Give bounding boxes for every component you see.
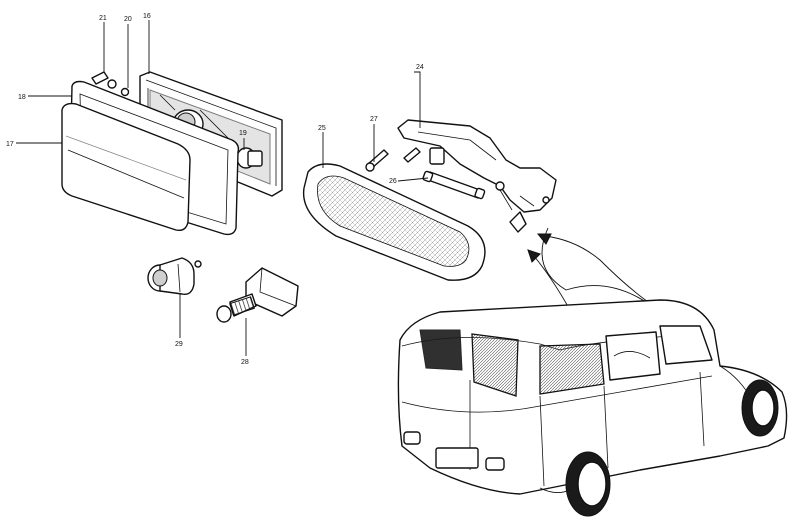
screw-21 <box>91 71 117 89</box>
callout-26: 26 <box>389 178 397 185</box>
callout-18: 18 <box>18 94 26 101</box>
callout-28: 28 <box>241 359 249 366</box>
lens-17 <box>61 102 191 232</box>
callout-16: 16 <box>143 13 151 20</box>
callout-labels: 21 20 16 18 17 19 24 27 25 26 29 28 <box>6 13 424 366</box>
washer-20 <box>120 87 130 97</box>
callout-25: 25 <box>318 125 326 132</box>
festoon-bulb-26 <box>422 170 486 200</box>
callout-29: 29 <box>175 341 183 348</box>
callout-20: 20 <box>124 16 132 23</box>
callout-19: 19 <box>239 130 247 137</box>
switch-28 <box>216 267 299 323</box>
leader-lines <box>16 20 429 356</box>
pointer-arrows <box>527 227 660 314</box>
screw-27b <box>403 147 421 163</box>
screw-27 <box>365 149 389 172</box>
callout-17: 17 <box>6 141 14 148</box>
car-illustration <box>397 299 788 517</box>
bracket-24 <box>397 119 557 233</box>
door-switch-29 <box>147 257 202 295</box>
callout-21: 21 <box>99 15 107 22</box>
interior-lamp-lens-25 <box>302 163 486 281</box>
callout-27: 27 <box>370 116 378 123</box>
bulb-19 <box>236 147 263 169</box>
callout-24: 24 <box>416 64 424 71</box>
